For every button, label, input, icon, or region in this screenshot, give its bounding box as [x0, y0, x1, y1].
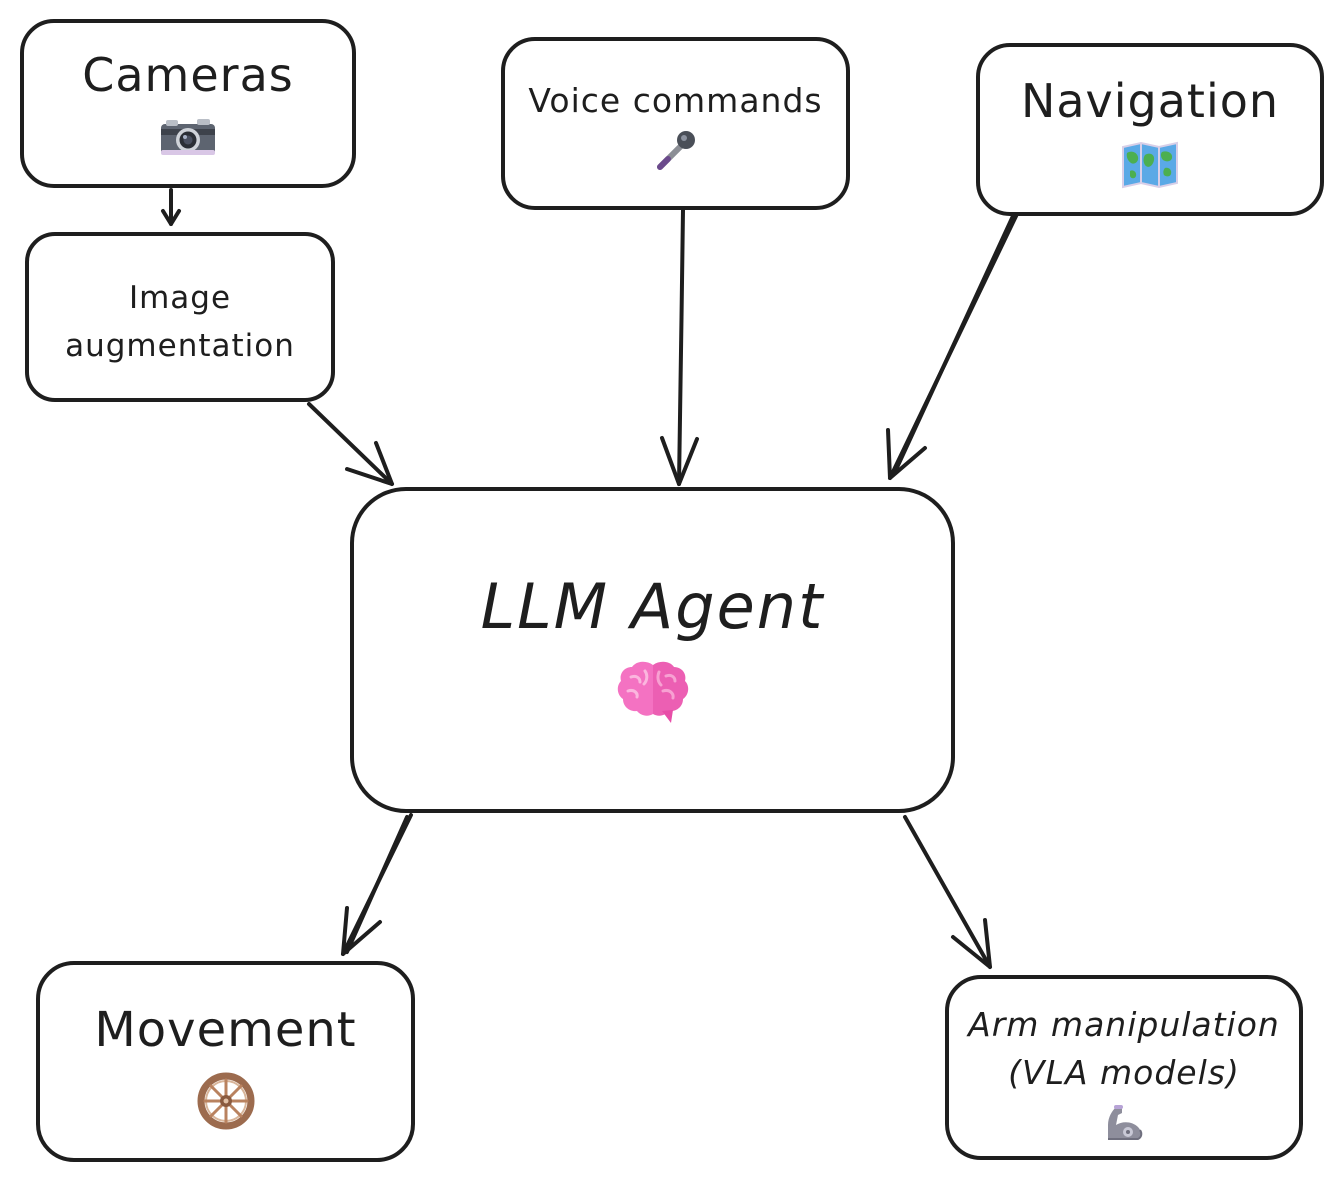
wheel-icon — [197, 1072, 255, 1130]
edge-image-augmentation-to-llm-agent — [307, 402, 394, 486]
brain-icon — [616, 659, 690, 725]
world-map-icon — [1121, 141, 1179, 189]
microphone-icon — [654, 129, 698, 171]
edge-llm-agent-to-arm-manipulation — [903, 815, 992, 969]
edge-voice-commands-to-llm-agent — [660, 208, 699, 486]
navigation-label: Navigation — [1020, 74, 1280, 128]
edge-navigation-to-llm-agent — [886, 212, 1019, 480]
arm-manipulation-node[interactable]: Arm manipulation (VLA models) — [945, 975, 1303, 1160]
cameras-node[interactable]: Cameras — [20, 19, 356, 188]
image-augmentation-label: Image augmentation — [65, 280, 295, 365]
edge-llm-agent-to-movement — [341, 813, 413, 956]
voice-commands-node[interactable]: Voice commands — [501, 37, 850, 210]
llm-agent-node[interactable]: LLM Agent — [350, 487, 955, 813]
cameras-label: Cameras — [82, 48, 294, 102]
mechanical-arm-icon — [1102, 1103, 1146, 1143]
arm-manipulation-label: Arm manipulation (VLA models) — [968, 1005, 1280, 1092]
camera-icon — [159, 117, 217, 157]
image-augmentation-node[interactable]: Image augmentation — [25, 232, 335, 402]
llm-agent-label: LLM Agent — [480, 570, 825, 643]
voice-commands-label: Voice commands — [528, 81, 823, 120]
movement-node[interactable]: Movement — [36, 961, 415, 1162]
movement-label: Movement — [94, 1002, 357, 1058]
edge-cameras-to-image-augmentation — [161, 188, 181, 226]
navigation-node[interactable]: Navigation — [976, 43, 1324, 216]
